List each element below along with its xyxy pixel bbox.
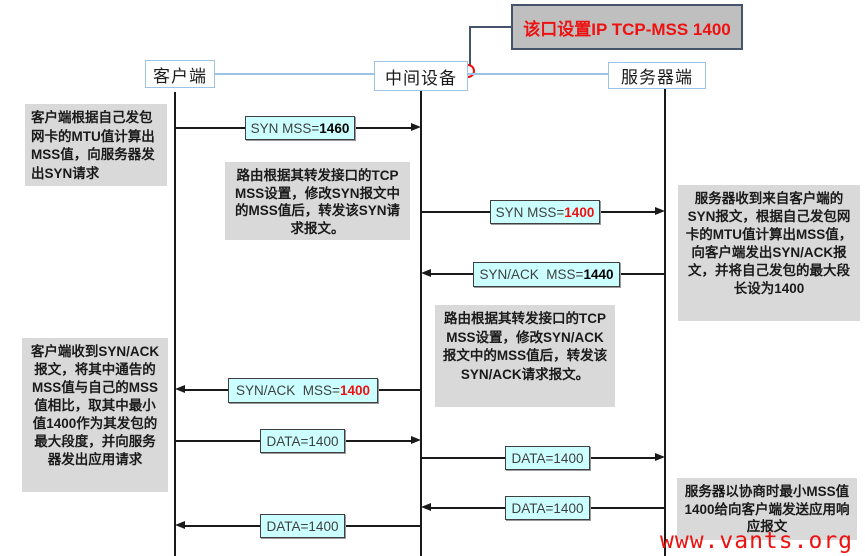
message-value: 1460 [319,120,350,136]
note-client-recv: 客户端收到SYN/ACK报文，将其中通告的MSS值与自己的MSS值相比，取其中最… [22,338,168,492]
lifeline-client [174,92,176,556]
arrowhead-left-icon [175,521,185,529]
callout-connector-horizontal [469,26,513,28]
message-value: 1400 [564,204,595,220]
message-label-data-3: DATA=1400 [505,496,590,520]
message-prefix: DATA= [266,433,309,449]
callout-connector-vertical [469,26,471,66]
message-label-data-1: DATA=1400 [260,429,345,453]
message-label-synack-1440: SYN/ACK MSS=1440 [473,262,620,287]
watermark-text: www.vants.org [660,528,854,554]
arrowhead-right-icon [411,123,421,131]
port-config-note: 该口设置IP TCP-MSS 1400 [511,4,743,50]
arrowhead-left-icon [175,385,185,393]
message-prefix: DATA= [511,450,554,466]
message-label-syn-1400: SYN MSS=1400 [490,200,600,224]
arrowhead-right-icon [655,207,665,215]
message-value: 1400 [553,500,584,516]
message-prefix: SYN MSS= [495,204,565,220]
actor-link-line [215,73,374,75]
message-prefix: DATA= [266,518,309,534]
message-label-data-4: DATA=1400 [260,514,345,538]
message-label-syn-1460: SYN MSS=1460 [245,116,355,140]
message-prefix: SYN/ACK MSS= [236,383,340,398]
lifeline-server [664,89,666,556]
actor-middle-device: 中间设备 [374,61,468,91]
actor-link-line [468,73,608,75]
message-value: 1400 [553,450,584,466]
message-value: 1400 [339,383,370,398]
message-value: 1400 [308,518,339,534]
message-label-data-2: DATA=1400 [505,446,590,470]
actor-client: 客户端 [145,60,215,88]
message-prefix: SYN MSS= [250,120,320,136]
note-client-syn: 客户端根据自己发包网卡的MTU值计算出MSS值，向服务器发出SYN请求 [25,104,167,186]
note-server-synack: 服务器收到来自客户端的SYN报文，根据自己发包网卡的MTU值计算出MSS值，向客… [678,185,860,321]
arrowhead-right-icon [411,436,421,444]
arrowhead-right-icon [655,453,665,461]
lifeline-middle-device [420,91,422,556]
actor-server: 服务器端 [608,62,706,89]
note-server-data: 服务器以协商时最小MSS值1400给向客户端发送应用响应报文 [677,478,857,540]
note-router-syn: 路由根据其转发接口的TCP MSS设置，修改SYN报文中的MSS值后，转发该SY… [225,162,410,240]
message-prefix: DATA= [511,500,554,516]
arrowhead-left-icon [421,503,431,511]
message-label-synack-1400: SYN/ACK MSS=1400 [228,378,378,403]
message-value: 1440 [583,267,614,282]
message-prefix: SYN/ACK MSS= [479,267,584,282]
arrowhead-left-icon [421,269,431,277]
note-router-synack: 路由根据其转发接口的TCP MSS设置，修改SYN/ACK报文中的MSS值后，转… [435,305,615,407]
message-value: 1400 [308,433,339,449]
